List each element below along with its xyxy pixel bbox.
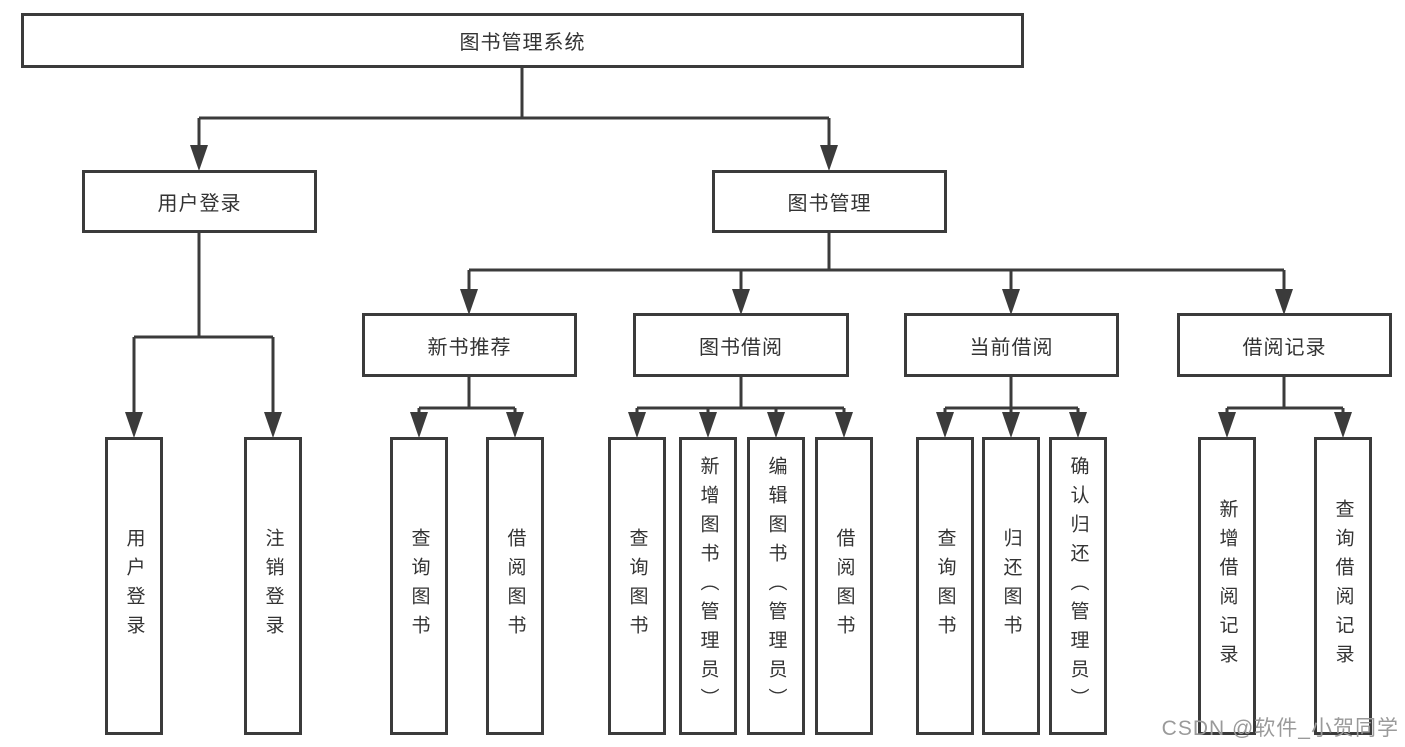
node-new-book-recommend: 新书推荐: [362, 313, 577, 377]
leaf-logout: 注销登录: [244, 437, 302, 735]
arrow-down-icon: [264, 412, 282, 438]
arrow-down-icon: [767, 412, 785, 438]
arrow-down-icon: [628, 412, 646, 438]
leaf-borrowing-edit-book-admin-label: 编辑图书（管理员）: [765, 455, 787, 717]
node-book-management: 图书管理: [712, 170, 947, 233]
leaf-records-add-record: 新增借阅记录: [1198, 437, 1256, 735]
leaf-borrowing-add-book-admin-label: 新增图书（管理员）: [697, 455, 719, 717]
arrow-down-icon: [936, 412, 954, 438]
arrow-down-icon: [1334, 412, 1352, 438]
leaf-borrowing-query-book: 查询图书: [608, 437, 666, 735]
leaf-current-confirm-return-admin-label: 确认归还（管理员）: [1067, 455, 1089, 717]
arrow-down-icon: [506, 412, 524, 438]
node-book-borrowing: 图书借阅: [633, 313, 849, 377]
leaf-user-login: 用户登录: [105, 437, 163, 735]
leaf-records-add-record-label: 新增借阅记录: [1216, 499, 1238, 673]
leaf-recommend-query-book-label: 查询图书: [408, 528, 430, 644]
arrow-down-icon: [190, 145, 208, 171]
leaf-current-query-book: 查询图书: [916, 437, 974, 735]
arrow-down-icon: [1275, 289, 1293, 315]
arrow-down-icon: [835, 412, 853, 438]
leaf-borrowing-query-book-label: 查询图书: [626, 528, 648, 644]
leaf-borrowing-borrow-book: 借阅图书: [815, 437, 873, 735]
leaf-borrowing-add-book-admin: 新增图书（管理员）: [679, 437, 737, 735]
node-root: 图书管理系统: [21, 13, 1024, 68]
leaf-current-confirm-return-admin: 确认归还（管理员）: [1049, 437, 1107, 735]
arrow-down-icon: [1218, 412, 1236, 438]
leaf-recommend-borrow-book-label: 借阅图书: [504, 528, 526, 644]
arrow-down-icon: [1069, 412, 1087, 438]
leaf-recommend-borrow-book: 借阅图书: [486, 437, 544, 735]
arrow-down-icon: [1002, 412, 1020, 438]
arrow-down-icon: [460, 289, 478, 315]
node-borrowing-records: 借阅记录: [1177, 313, 1392, 377]
leaf-borrowing-edit-book-admin: 编辑图书（管理员）: [747, 437, 805, 735]
leaf-records-query-record-label: 查询借阅记录: [1332, 499, 1354, 673]
leaf-records-query-record: 查询借阅记录: [1314, 437, 1372, 735]
node-user-login: 用户登录: [82, 170, 317, 233]
node-current-borrowing: 当前借阅: [904, 313, 1119, 377]
arrow-down-icon: [820, 145, 838, 171]
arrow-down-icon: [699, 412, 717, 438]
leaf-current-query-book-label: 查询图书: [934, 528, 956, 644]
arrow-down-icon: [410, 412, 428, 438]
arrow-down-icon: [732, 289, 750, 315]
leaf-borrowing-borrow-book-label: 借阅图书: [833, 528, 855, 644]
leaf-current-return-book-label: 归还图书: [1000, 528, 1022, 644]
leaf-current-return-book: 归还图书: [982, 437, 1040, 735]
leaf-recommend-query-book: 查询图书: [390, 437, 448, 735]
leaf-user-login-label: 用户登录: [123, 528, 145, 644]
arrow-down-icon: [1002, 289, 1020, 315]
leaf-logout-label: 注销登录: [262, 528, 284, 644]
csdn-watermark: CSDN @软件_小贺同学: [1161, 717, 1399, 740]
arrow-down-icon: [125, 412, 143, 438]
